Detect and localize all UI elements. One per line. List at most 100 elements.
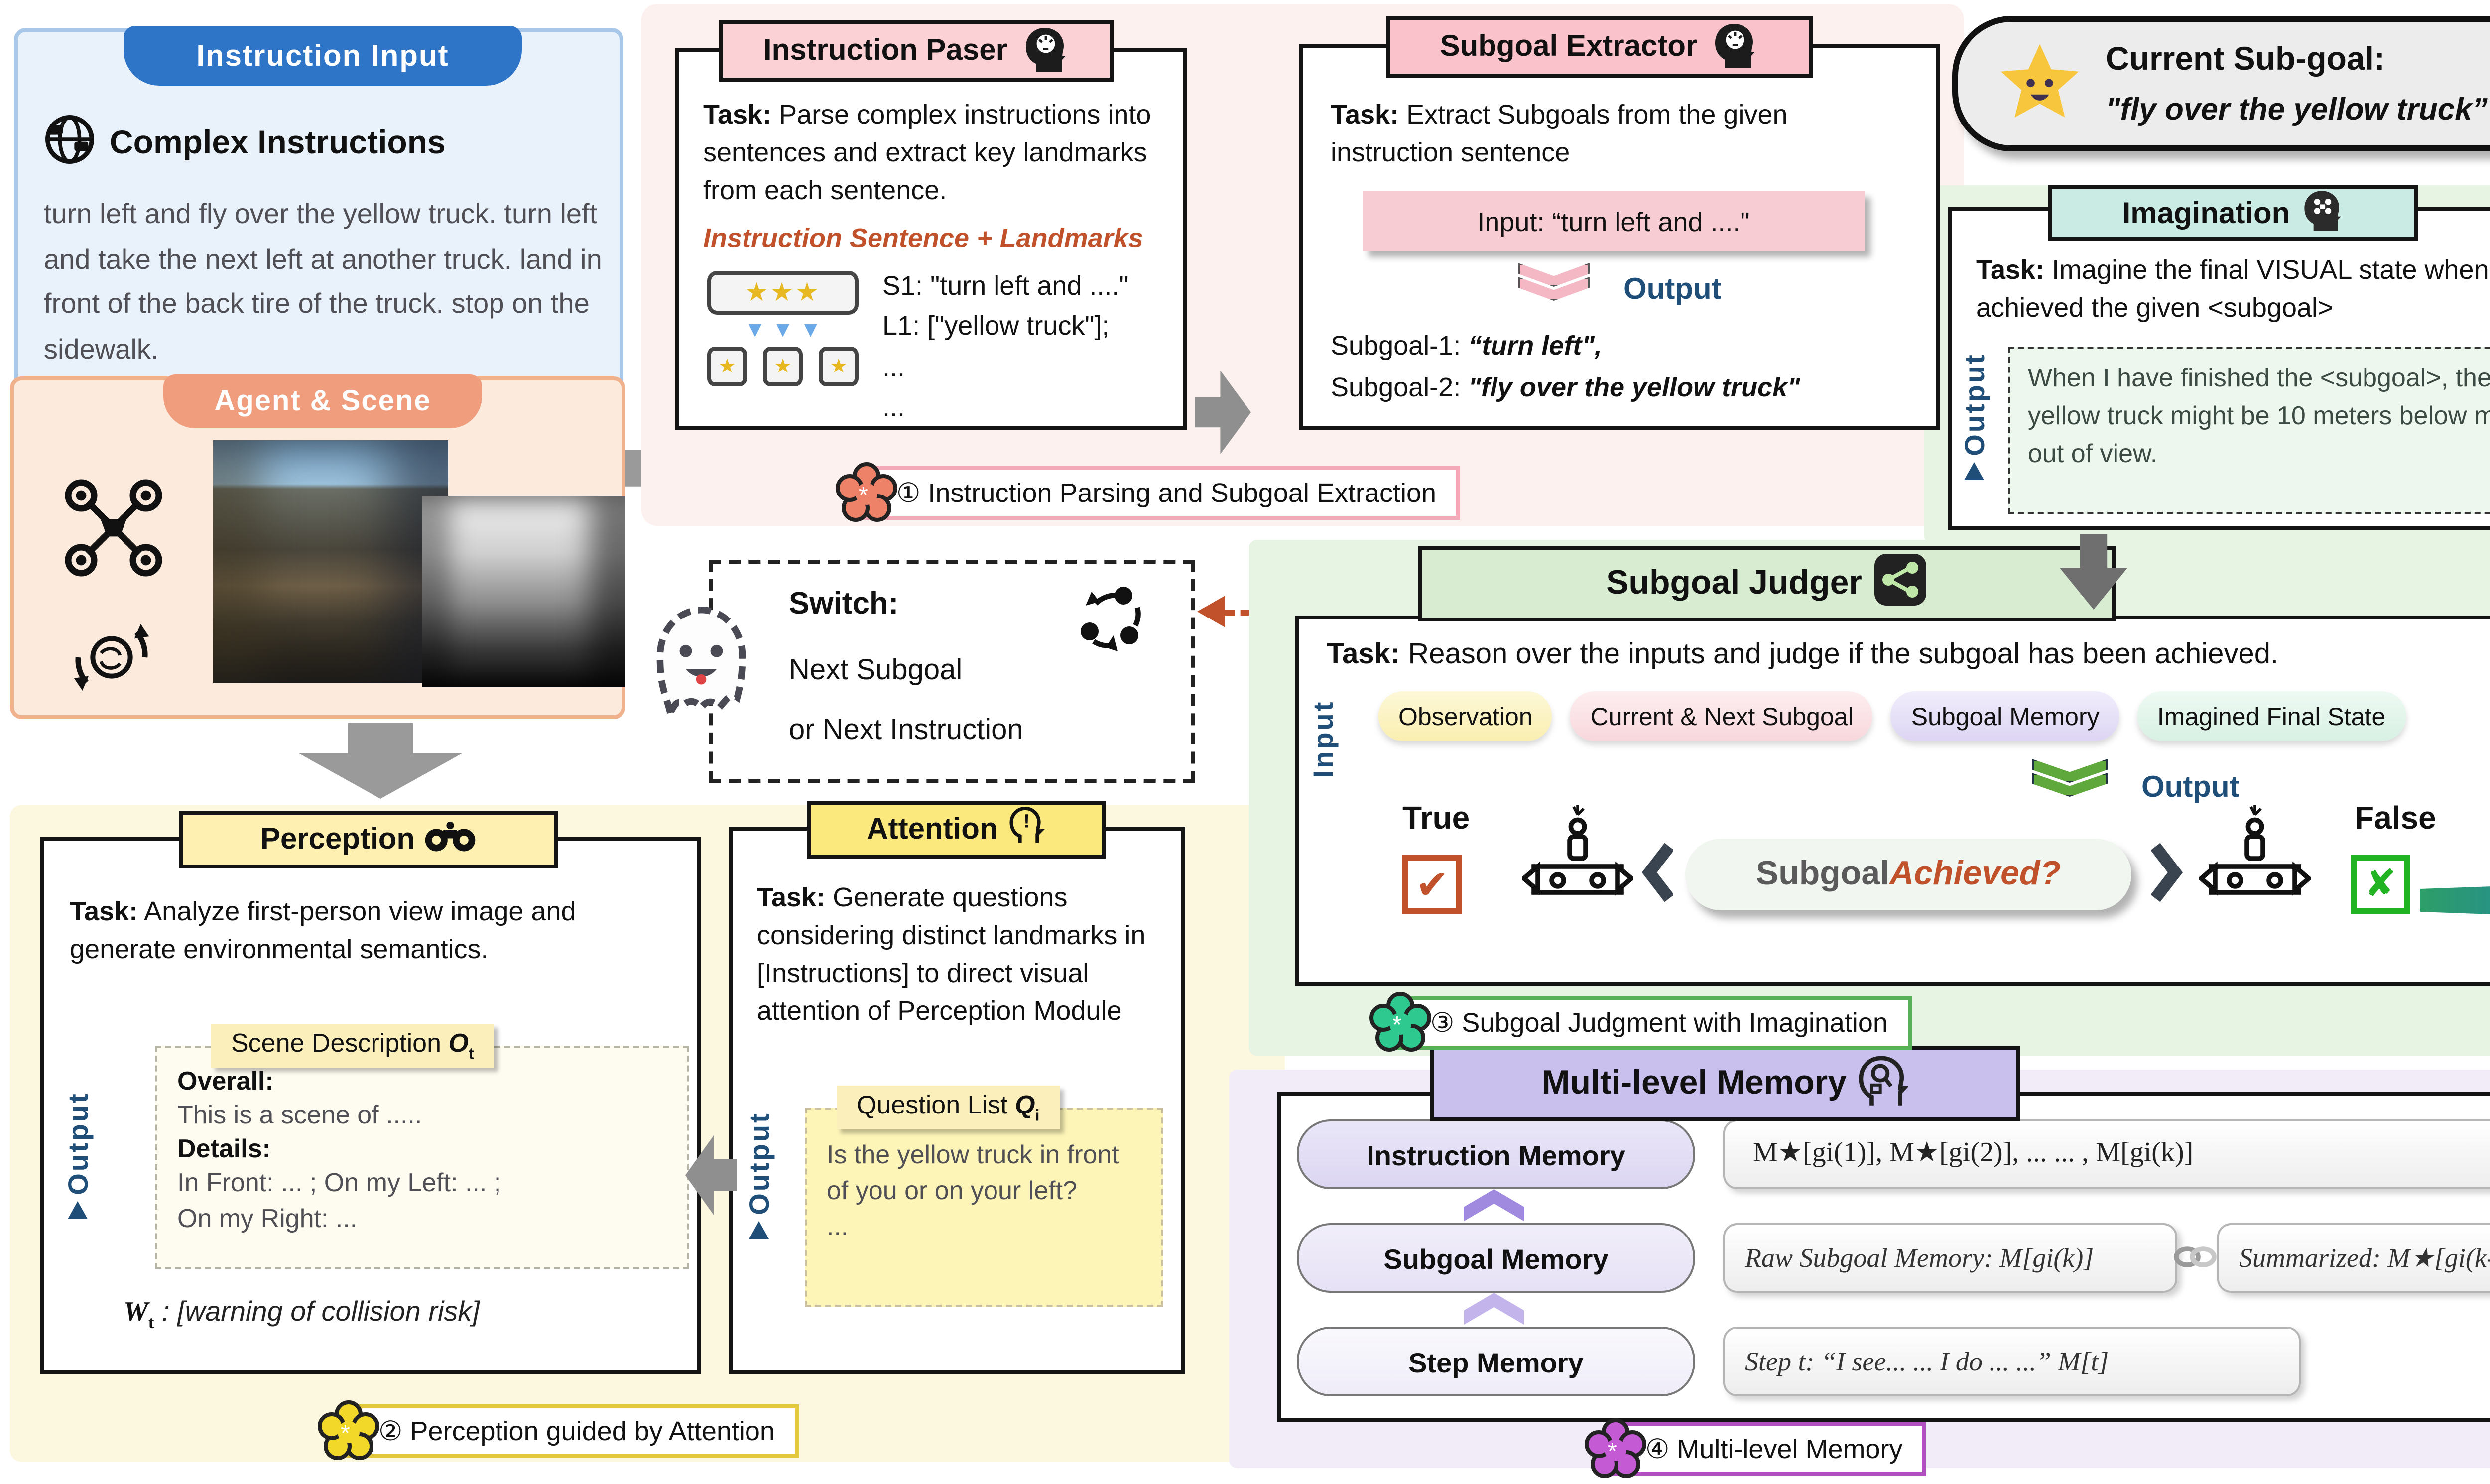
agent-scene-banner: Agent & Scene — [163, 374, 482, 428]
attention-output-label: Output — [743, 1106, 775, 1245]
memory-level-step: Step Memory — [1297, 1327, 1695, 1396]
overall-text: This is a scene of ..... — [177, 1100, 422, 1130]
robot-balance-icon — [1520, 803, 1635, 928]
svg-text:!: ! — [1023, 811, 1030, 832]
step-memory-row: Step t: “I see... ... I do ... ...” M[t] — [1723, 1327, 2301, 1396]
chevron-right-icon — [2151, 843, 2183, 902]
subgoal-achieved-pill: Subgoal Achieved? — [1685, 839, 2131, 910]
extractor-output-label: Output — [1623, 273, 1722, 307]
imagination-task-text: Imagine the final VISUAL state when you … — [1976, 255, 2490, 323]
memory-level-instruction: Instruction Memory — [1297, 1119, 1695, 1189]
perception-banner: Perception — [179, 811, 558, 868]
subgoal2: Subgoal-2: "fly over the yellow truck" — [1331, 372, 1800, 402]
false-checkbox-icon: ✘ — [2351, 855, 2410, 914]
switch-line1: Next Subgoal — [789, 655, 963, 687]
perception-box: Perception Task: Analyze first-person vi… — [40, 811, 701, 1374]
down-arrows: ▼ ▼ ▼ — [744, 318, 822, 342]
section3-caption: * ③ Subgoal Judgment with Imagination — [1370, 991, 1912, 1051]
parser-subtitle: Instruction Sentence + Landmarks — [703, 223, 1143, 253]
true-checkbox-icon: ✔ — [1402, 855, 1462, 914]
details-text1: In Front: ... ; On my Left: ... ; — [177, 1168, 501, 1198]
perception-task-label: Task: — [70, 896, 138, 926]
instruction-parser-box: Instruction Paser Task: Parse complex in… — [675, 20, 1187, 430]
judger-pill-observation: Observation — [1378, 691, 1553, 741]
cycle-icon — [1068, 580, 1147, 669]
extractor-task-text: Extract Subgoals from the given instruct… — [1331, 100, 1788, 168]
details-text2: On my Right: ... — [177, 1202, 358, 1233]
chevron-up-icon — [1464, 1293, 1524, 1325]
false-label: False — [2355, 803, 2436, 837]
star-icon — [1994, 38, 2086, 147]
landmark-graphic: ★★★ ▼ ▼ ▼ ★ ★ ★ — [707, 271, 859, 386]
attention-banner: Attention ! — [807, 801, 1106, 859]
flower-3-icon: * — [1370, 991, 1431, 1051]
green-chevron-down-icon — [2032, 759, 2108, 797]
memory-banner: Multi-level Memory — [1430, 1046, 2020, 1121]
svg-text:*: * — [859, 481, 868, 507]
ghost-icon — [649, 600, 753, 733]
question-list-panel: Is the yellow truck in front of you or o… — [805, 1108, 1163, 1307]
subgoal-judger-banner: Subgoal Judger — [1418, 546, 2116, 621]
imagined-state-panel: When I have finished the <subgoal>, the … — [2008, 347, 2490, 514]
parser-dots2: ... — [882, 392, 905, 422]
imagination-task-label: Task: — [1976, 255, 2045, 285]
parser-s1: S1: "turn left and ...." — [882, 271, 1129, 301]
flower-2-icon: * — [318, 1399, 379, 1459]
world-cycle-icon — [66, 612, 157, 713]
switch-line2: or Next Instruction — [789, 715, 1023, 747]
details-label: Details: — [177, 1134, 271, 1164]
head-bulb-icon — [1711, 17, 1759, 77]
flower-1-icon: * — [836, 461, 897, 521]
instruction-input-banner: Instruction Input — [124, 26, 522, 86]
imagination-output-label: Output — [1958, 347, 1990, 486]
instruction-text: turn left and fly over the yellow truck.… — [44, 197, 602, 365]
judger-output-label: Output — [2141, 771, 2240, 805]
overall-label: Overall: — [177, 1066, 274, 1096]
svg-text:*: * — [1392, 1011, 1402, 1037]
memory-box: Multi-level Memory Instruction Memory Su… — [1277, 1046, 2490, 1422]
attention-task-label: Task: — [757, 882, 826, 912]
summarized-memory-row: Summarized: M★[gi(k-1)] ... — [2217, 1223, 2490, 1293]
instruction-memory-row: M★[gi(1)], M★[gi(2)], ... ... , M[gi(k)] — [1723, 1119, 2490, 1189]
extractor-input-pill: Input: “turn left and ...." — [1363, 191, 1865, 251]
collision-warning-text: Wt : [warning of collision risk] — [124, 1295, 480, 1333]
attention-box: Attention ! Task: Generate questions con… — [729, 801, 1185, 1374]
scene-rgb-image — [213, 440, 448, 683]
stars-box: ★★★ — [707, 271, 859, 314]
parser-task-label: Task: — [703, 100, 772, 129]
section4-caption: * ④ Multi-level Memory — [1585, 1417, 1927, 1477]
raw-subgoal-memory-row: Raw Subgoal Memory: M[gi(k)] — [1723, 1223, 2177, 1293]
subgoal-judger-box: Subgoal Judger Task: Reason over the inp… — [1295, 546, 2490, 986]
switch-box: Switch: Next Subgoal or Next Instruction — [656, 560, 1195, 783]
head-search-icon — [1857, 1051, 1909, 1116]
head-brain-icon — [2300, 185, 2344, 241]
binoculars-icon — [425, 818, 477, 862]
chain-link-icon — [2173, 1243, 2217, 1281]
scene-description-tab: Scene Description Ot — [211, 1024, 494, 1067]
judger-pill-subgoal-memory: Subgoal Memory — [1891, 691, 2119, 741]
scene-depth-image — [422, 496, 625, 687]
parser-task-text: Parse complex instructions into sentence… — [703, 100, 1151, 206]
judger-pill-current-next-subgoal: Current & Next Subgoal — [1570, 691, 1873, 741]
perception-task-text: Analyze first-person view image and gene… — [70, 896, 576, 965]
scene-description-panel: Overall: This is a scene of ..... Detail… — [155, 1046, 689, 1269]
subgoal1: Subgoal-1: “turn left", — [1331, 331, 1602, 361]
complex-instructions-heading: Complex Instructions — [110, 125, 446, 161]
svg-text:*: * — [1608, 1437, 1617, 1464]
share-icon — [1872, 551, 1928, 617]
landmark-cell: ★ — [819, 346, 859, 386]
agent-scene-box: Agent & Scene — [10, 374, 625, 719]
judger-pill-imagined-final-state: Imagined Final State — [2137, 691, 2406, 741]
subgoal-extractor-banner: Subgoal Extractor — [1386, 16, 1813, 78]
head-exclamation-icon: ! — [1008, 805, 1046, 855]
head-bulb-icon — [1021, 21, 1069, 81]
perception-output-label: Output — [62, 1086, 94, 1225]
chevron-left-icon — [1641, 843, 1673, 902]
judger-task-text: Reason over the inputs and judge if the … — [1408, 639, 2279, 671]
dashed-arrowhead-icon — [1197, 596, 1225, 627]
question-dots: ... — [827, 1212, 849, 1242]
flower-4-icon: * — [1585, 1417, 1646, 1477]
globe-icon — [42, 112, 98, 177]
svg-text:*: * — [341, 1419, 350, 1446]
true-label: True — [1402, 803, 1470, 837]
